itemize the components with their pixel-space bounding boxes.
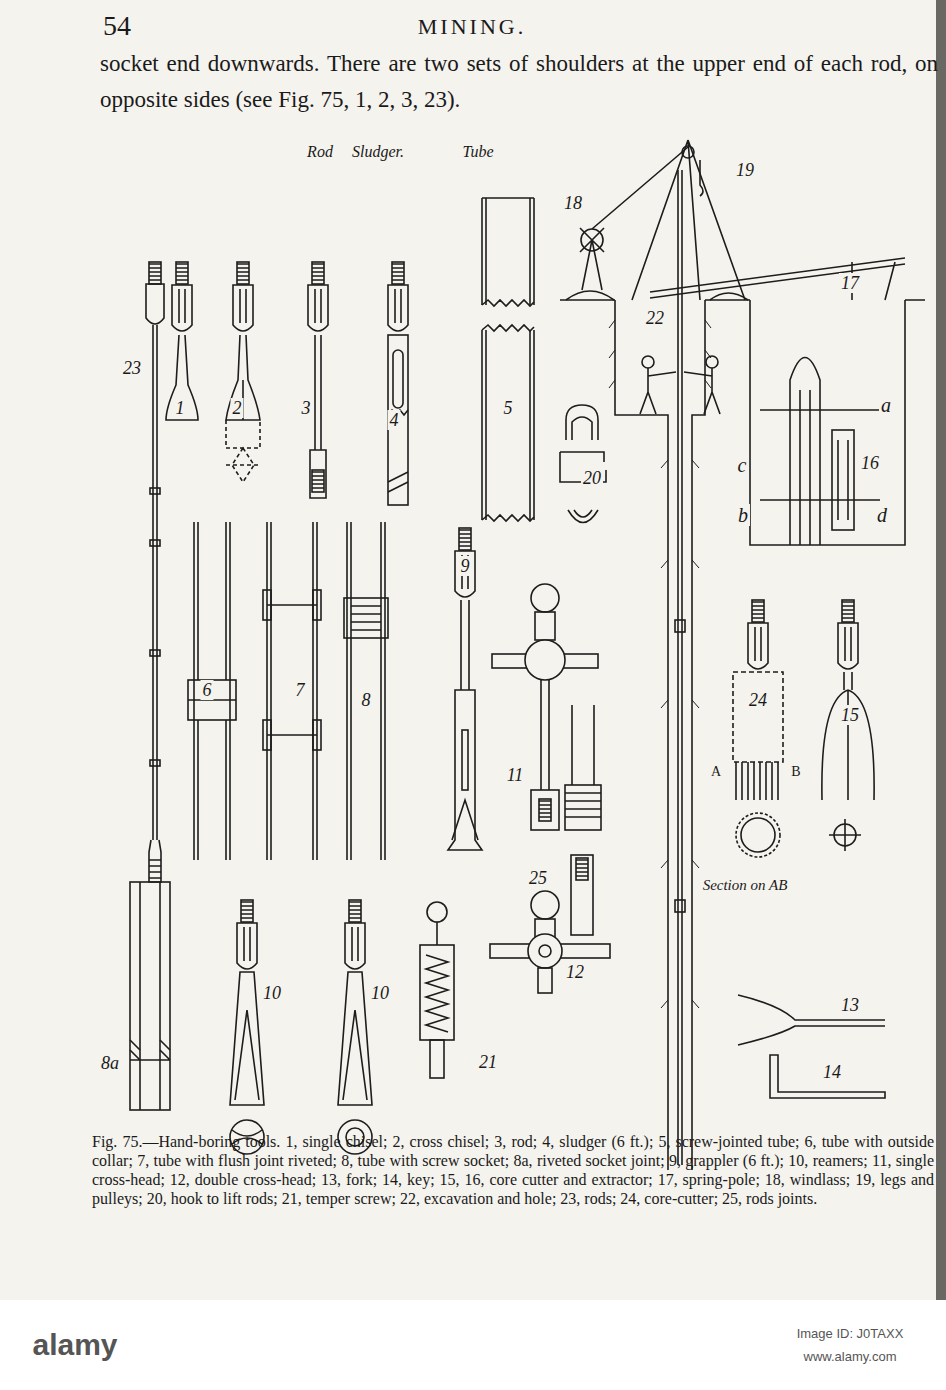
callout-label: c bbox=[736, 454, 749, 476]
callout-label: 7 bbox=[294, 680, 307, 700]
callout-label: 3 bbox=[300, 398, 313, 418]
callout-label: 24 bbox=[747, 690, 769, 710]
callout-label: 15 bbox=[839, 705, 861, 725]
callout-label: 5 bbox=[502, 398, 515, 418]
paper bbox=[0, 0, 946, 1300]
callout-label: B bbox=[789, 764, 802, 780]
callout-label: d bbox=[875, 504, 889, 526]
callout-label: 2 bbox=[231, 398, 244, 418]
callout-label: 14 bbox=[821, 1062, 843, 1082]
callout-label: 19 bbox=[734, 160, 756, 180]
watermark: www.alamy.com bbox=[804, 1350, 897, 1363]
callout-label: A bbox=[709, 764, 723, 780]
watermark: alamy bbox=[32, 1330, 117, 1360]
running-head: MINING. bbox=[418, 16, 526, 38]
callout-label: 17 bbox=[839, 273, 861, 293]
body-text: socket end downwards. There are two sets… bbox=[100, 46, 938, 118]
callout-label: 13 bbox=[839, 995, 861, 1015]
scan-edge bbox=[936, 0, 946, 1300]
tools bbox=[130, 140, 925, 1170]
callout-label: b bbox=[736, 504, 750, 526]
callout-label: 21 bbox=[477, 1052, 499, 1072]
callout-label: 1 bbox=[174, 398, 187, 418]
callout-label: Rod bbox=[305, 143, 335, 161]
callout-label: 23 bbox=[121, 358, 143, 378]
callout-label: Tube bbox=[460, 143, 495, 161]
callout-label: 18 bbox=[562, 193, 584, 213]
callout-label: 16 bbox=[859, 453, 881, 473]
page-number: 54 bbox=[103, 12, 131, 40]
callout-label: 10 bbox=[369, 983, 391, 1003]
callout-label: 8a bbox=[99, 1053, 121, 1073]
callout-label: 8 bbox=[360, 690, 373, 710]
figure-caption: Fig. 75.—Hand-boring tools. 1, single ch… bbox=[92, 1132, 934, 1208]
callout-label: Sludger. bbox=[350, 143, 406, 161]
callout-label: 25 bbox=[527, 868, 549, 888]
callout-label: 12 bbox=[564, 962, 586, 982]
watermark: Image ID: J0TAXX bbox=[797, 1327, 904, 1340]
callout-label: 4 bbox=[388, 410, 401, 430]
callout-label: 9 bbox=[459, 556, 472, 576]
callout-label: 20 bbox=[581, 468, 603, 488]
callout-label: 10 bbox=[261, 983, 283, 1003]
callout-label: a bbox=[879, 394, 893, 416]
callout-label: 11 bbox=[505, 765, 526, 785]
callout-label: Section on AB bbox=[701, 877, 790, 894]
callout-label: 6 bbox=[201, 680, 214, 700]
callout-label: 22 bbox=[644, 308, 666, 328]
